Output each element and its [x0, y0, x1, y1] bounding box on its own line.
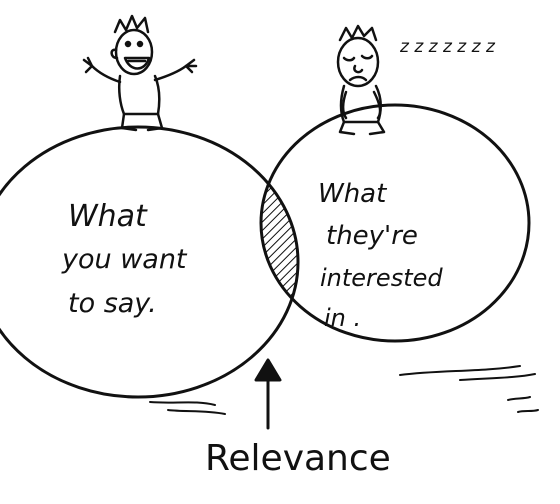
right-circle-text: What they're interested in . [318, 179, 443, 332]
relevance-caption: Relevance [205, 438, 391, 479]
up-arrow-icon [254, 358, 282, 430]
sleepy-person-figure [336, 24, 386, 136]
snore-text: z z z z z z z [399, 37, 496, 57]
right-circle [259, 103, 531, 343]
left-circle [0, 125, 300, 399]
right-line-1: What [318, 179, 387, 209]
left-circle-text: What you want to say. [61, 199, 188, 319]
talking-person-figure [82, 14, 198, 132]
right-line-3: interested [320, 264, 443, 292]
right-line-4: in . [324, 304, 361, 332]
left-line-1: What [68, 199, 148, 234]
left-line-2: you want [61, 244, 188, 275]
left-line-3: to say. [68, 288, 157, 319]
right-line-2: they're [326, 221, 418, 251]
ground-scribbles [149, 365, 539, 415]
